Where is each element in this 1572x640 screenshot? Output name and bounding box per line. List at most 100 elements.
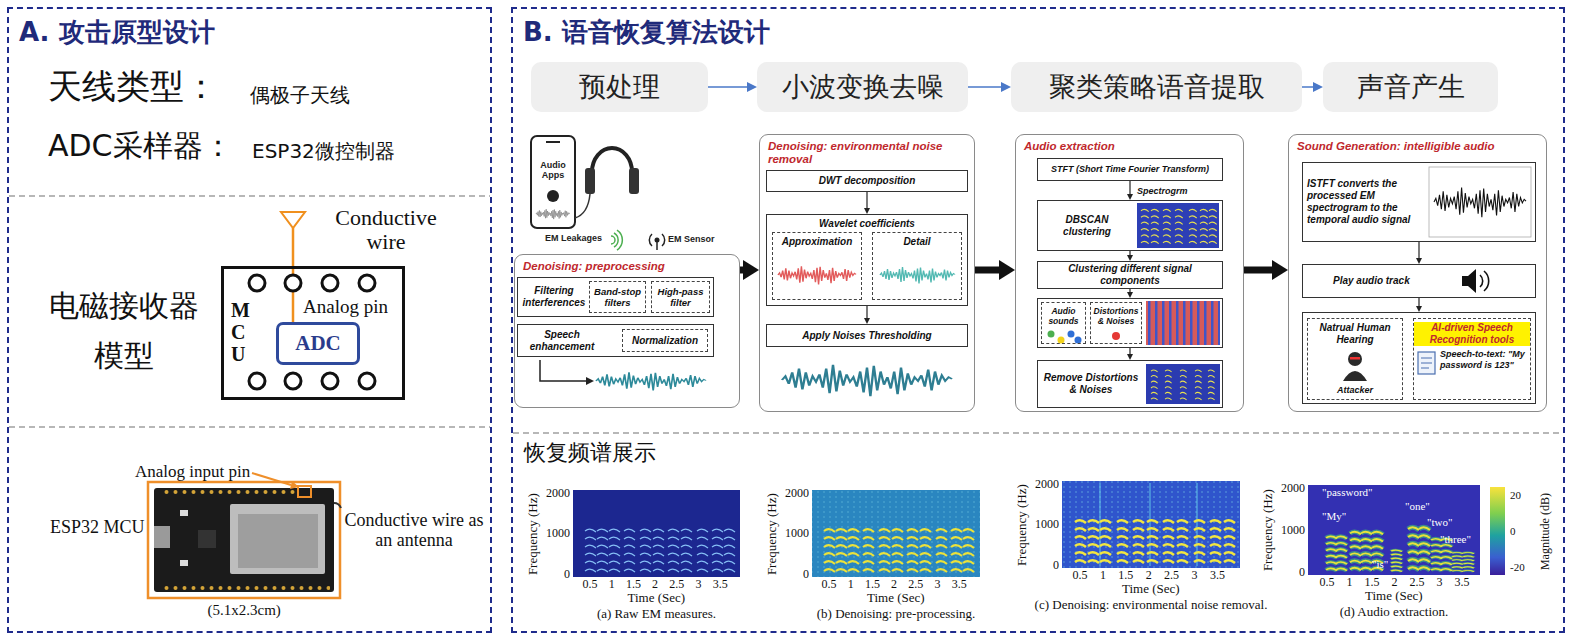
colorbar-tick: 20	[1510, 489, 1521, 501]
node-text: 聚类策略语音提取	[1049, 69, 1265, 105]
esp32-board-part	[154, 488, 334, 592]
spectrogram-plot-part-part	[1419, 527, 1430, 570]
spectrogram-plot-part-part	[681, 529, 692, 572]
label-box: 0.5	[583, 578, 598, 591]
connector	[1244, 267, 1272, 274]
spectrogram-plot-part	[1326, 527, 1474, 571]
stage-box: Audio extractionSTFT (Short Time Fourier…	[1015, 134, 1244, 412]
node-text: Apply Noises Thresholding	[802, 330, 931, 342]
spectrogram-plot-part-part	[1350, 532, 1361, 571]
spectrogram-plot-part-part	[653, 529, 664, 572]
axis-title: Time (Sec)	[867, 591, 925, 605]
axis-title: Time (Sec)	[628, 591, 686, 605]
label-box: 恢复频谱展示	[524, 438, 656, 468]
axis-tick: 1000	[1281, 524, 1305, 537]
node-text: 预处理	[579, 69, 660, 105]
process-box: DBSCAN clustering	[1037, 200, 1223, 251]
waveform-part	[540, 360, 586, 381]
device-icons-part	[546, 141, 560, 143]
axis-tick: 1	[1100, 569, 1106, 582]
spectrogram-plot-part-part	[907, 529, 918, 572]
label-box: 天线类型：	[48, 64, 218, 110]
output-icons-part	[1462, 269, 1476, 293]
device-icons-part-part	[617, 230, 622, 250]
axis-tick: 1.5	[1118, 569, 1133, 582]
spectrogram-thumb-part-part	[1151, 370, 1158, 400]
label-box: Frequency (Hz)	[526, 493, 540, 575]
spectrogram-plot-part-part	[848, 529, 859, 572]
device-icons-part-part	[662, 234, 665, 246]
spectrogram-plot-part	[1062, 481, 1240, 568]
label-box: Audio Apps	[533, 160, 573, 181]
spectrogram-thumb-part	[1068, 331, 1075, 338]
pin-label: Analog pin	[303, 296, 388, 318]
label-box: 3.5	[1210, 569, 1225, 582]
connector	[1418, 298, 1419, 306]
axis-tick: 2	[891, 578, 897, 591]
label-box: Conductive wire as an antenna	[344, 510, 484, 551]
esp32-board-part	[180, 510, 188, 516]
separator	[9, 196, 1563, 433]
waveform-part	[596, 372, 706, 390]
word-label: "My"	[1322, 510, 1346, 522]
node-text: Clustering different signal components	[1038, 263, 1222, 287]
label-box: 20	[1510, 489, 1521, 501]
colorbar-tick: 0	[1510, 525, 1516, 537]
device-icons-part	[547, 190, 559, 202]
node-text: Approximation	[782, 236, 853, 248]
axis-tick: 0.5	[1073, 569, 1088, 582]
device-icons-part	[531, 136, 575, 228]
spectrogram-plot-part	[1308, 485, 1480, 575]
spectrogram-plot-part	[1100, 483, 1197, 566]
device-icons-part	[629, 168, 639, 194]
spectrogram-thumb-part	[1048, 331, 1055, 338]
label-box: Spectrogrm	[1136, 186, 1189, 196]
dimension-label: (5.1x2.3cm)	[208, 602, 281, 619]
spectrogram-plot-part-part	[863, 529, 874, 572]
axis-title: Magnitude (dB)	[1538, 493, 1551, 570]
axis-tick: 2.5	[908, 578, 923, 591]
spectrogram-plot-part	[1326, 527, 1474, 571]
process-box: Wavelet coefficientsApproximationDetail	[766, 214, 968, 306]
spectrogram-thumb-part	[1146, 301, 1220, 345]
figure-caption: (a) Raw EM measures.	[547, 607, 767, 621]
spectrogram-plot-part-part	[1326, 536, 1337, 570]
spectrogram-plot-part-part	[963, 529, 974, 572]
axis-tick: 0	[803, 568, 809, 581]
node-text: 小波变换去噪	[782, 69, 944, 105]
spectrogram-thumb-part-part	[1189, 209, 1197, 243]
spectrogram-plot-part	[1490, 487, 1505, 575]
device-icons	[531, 136, 665, 250]
word-label: "three"	[1440, 533, 1471, 545]
axis-tick: 2000	[785, 487, 809, 500]
spectrogram-thumb-part	[1141, 209, 1217, 243]
process-row: Speech enhancementNormalization	[517, 324, 714, 357]
connector	[866, 306, 867, 318]
label-box: 2000	[1035, 478, 1059, 491]
part-label: ESP32 MCU	[50, 517, 145, 538]
label-box: 1000	[1035, 518, 1059, 531]
esp32-board-part	[238, 514, 318, 568]
esp32-board-part	[154, 526, 170, 548]
spectrogram-plot-part-part	[1391, 550, 1402, 571]
word-label: "two"	[1427, 516, 1452, 528]
spectrogram-plot-part-part	[609, 529, 620, 572]
node-text: B. 语音恢复算法设计	[523, 15, 1563, 50]
listener-box: Natrual Human HearingAttacker	[1307, 318, 1403, 400]
section-label: 电磁接收器 模型	[44, 281, 204, 381]
axis-tick: 1	[1347, 576, 1353, 589]
colorbar-tick: -20	[1510, 561, 1525, 573]
spectrogram-plot-part-part	[1361, 532, 1372, 571]
step-pill: 预处理	[531, 62, 708, 112]
spectrogram-plot-part-part	[724, 529, 735, 572]
figure-caption: (b) Denoising: pre-processing.	[776, 607, 1016, 621]
axis-title: Time (Sec)	[1365, 589, 1423, 603]
output-icons-part-part	[1421, 363, 1432, 364]
spectrogram-plot-part-part	[1336, 536, 1347, 570]
label-box: 3	[696, 578, 702, 591]
mcu-symbol-part-part	[322, 275, 338, 291]
node-text: High-pass filter	[652, 286, 709, 309]
output-box: Natrual Human HearingAttackerAI-driven S…	[1302, 312, 1536, 404]
device-icons-part-part	[649, 234, 652, 246]
process-row: Filtering interferencesBand-stop filters…	[517, 277, 714, 317]
